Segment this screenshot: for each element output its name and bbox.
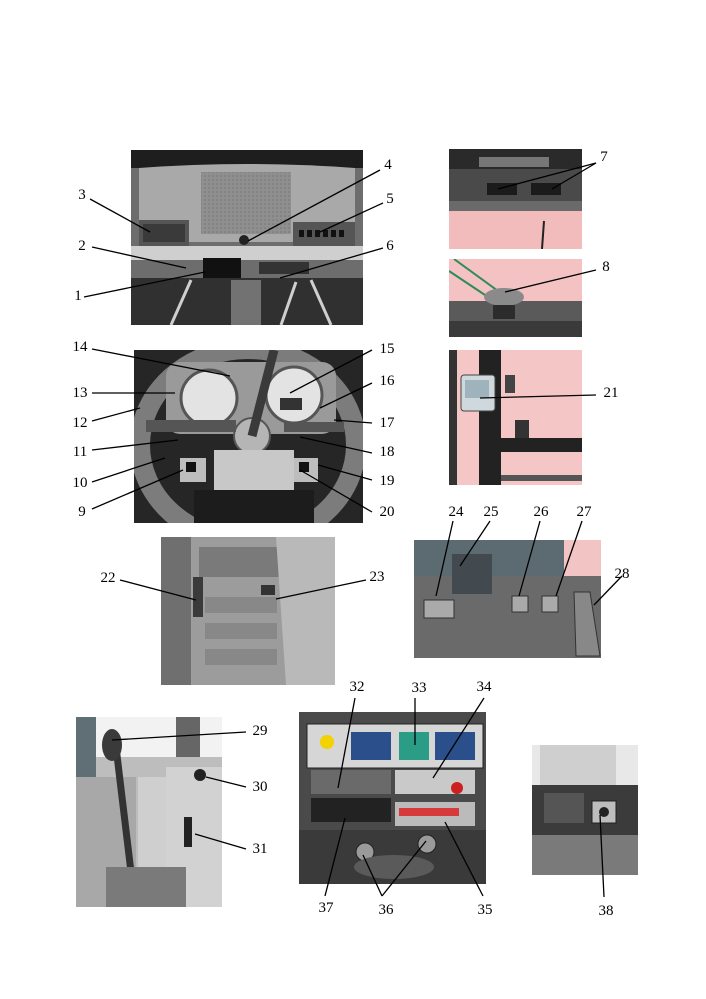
callout-4: 4 (384, 157, 392, 173)
callout-30: 30 (252, 779, 268, 795)
callout-28: 28 (614, 566, 630, 582)
callout-1: 1 (74, 288, 82, 304)
callout-18: 18 (379, 444, 395, 460)
callout-6: 6 (386, 238, 394, 254)
callout-15: 15 (379, 341, 395, 357)
photo-rear-socket (532, 745, 638, 875)
callout-13: 13 (72, 385, 88, 401)
photo-left-floor-levers (161, 537, 335, 685)
photo-pillar-display (449, 350, 582, 485)
callout-9: 9 (78, 504, 86, 520)
callout-14: 14 (72, 339, 88, 355)
photo-roof-hatch-latch (449, 259, 582, 337)
callout-22: 22 (100, 570, 116, 586)
callout-23: 23 (369, 569, 385, 585)
callout-31: 31 (252, 841, 268, 857)
callout-2: 2 (78, 238, 86, 254)
callout-5: 5 (386, 191, 394, 207)
photo-armrest-levers (76, 717, 222, 907)
callout-17: 17 (379, 415, 395, 431)
callout-24: 24 (448, 504, 464, 520)
callout-7: 7 (600, 149, 608, 165)
callout-11: 11 (72, 444, 88, 460)
callout-36: 36 (378, 902, 394, 918)
photo-side-control-panel (299, 712, 486, 884)
callout-34: 34 (476, 679, 492, 695)
callout-35: 35 (477, 902, 493, 918)
photo-steering-column (134, 350, 363, 523)
callout-8: 8 (602, 259, 610, 275)
callout-33: 33 (411, 680, 427, 696)
photo-floor-pedals (414, 540, 601, 658)
callout-20: 20 (379, 504, 395, 520)
callout-38: 38 (598, 903, 614, 919)
callout-37: 37 (318, 900, 334, 916)
photo-overhead-console (131, 150, 363, 325)
callout-16: 16 (379, 373, 395, 389)
callout-26: 26 (533, 504, 549, 520)
callout-10: 10 (72, 475, 88, 491)
callout-25: 25 (483, 504, 499, 520)
photo-roof-lights (449, 149, 582, 249)
callout-12: 12 (72, 415, 88, 431)
callout-29: 29 (252, 723, 268, 739)
leader-12 (91, 407, 141, 422)
callout-19: 19 (379, 473, 395, 489)
callout-21: 21 (603, 385, 619, 401)
callout-27: 27 (576, 504, 592, 520)
callout-3: 3 (78, 187, 86, 203)
callout-32: 32 (349, 679, 365, 695)
